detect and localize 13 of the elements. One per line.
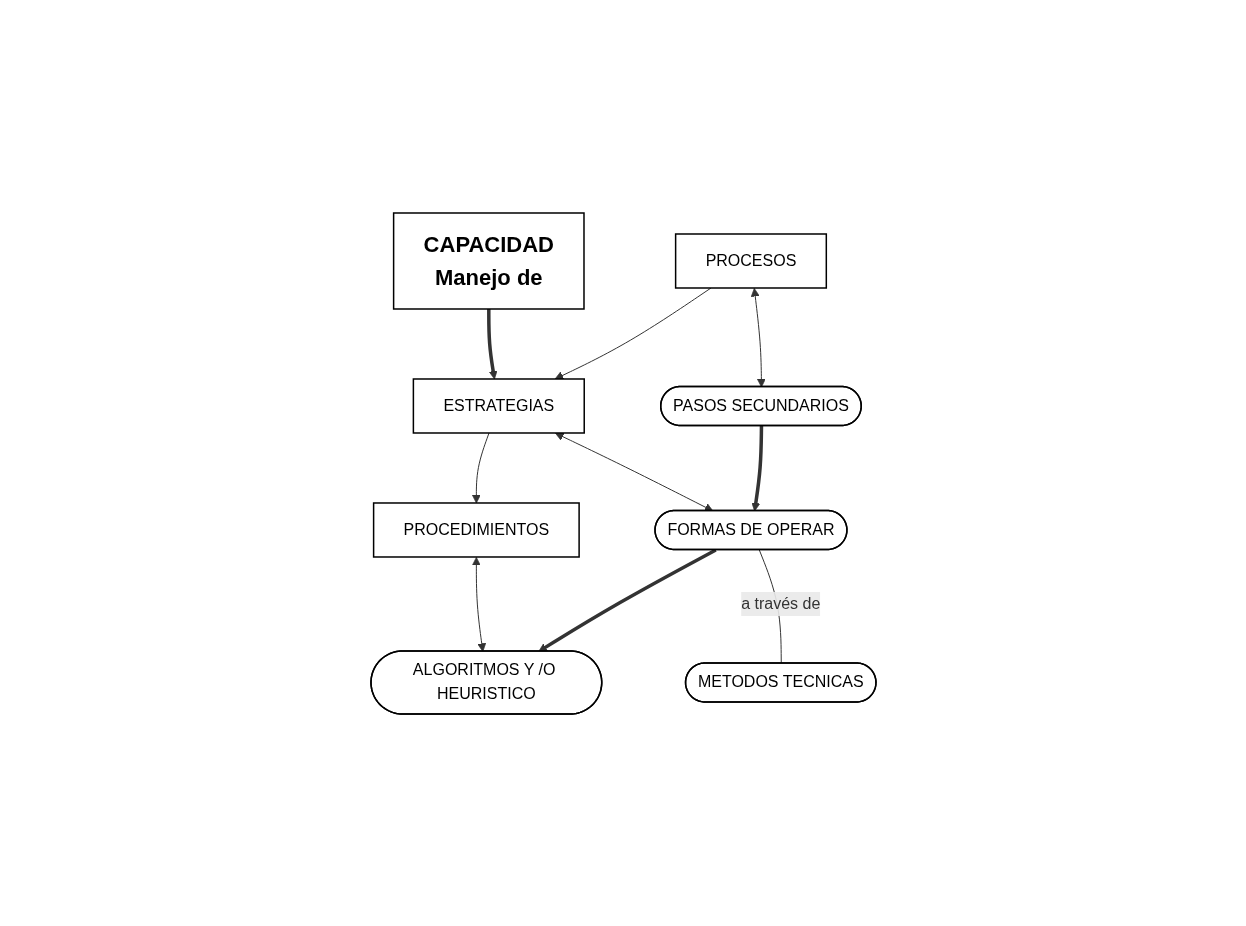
node-box: PROCEDIMIENTOS xyxy=(372,501,580,558)
arrow xyxy=(750,425,763,511)
arrow xyxy=(537,547,717,652)
arrow xyxy=(471,556,486,652)
arrow xyxy=(554,287,712,380)
arrow xyxy=(750,287,766,387)
node-box: PROCESOS xyxy=(674,232,827,289)
arrow xyxy=(554,432,713,511)
arrow xyxy=(471,432,490,503)
node-box: ESTRATEGIAS xyxy=(412,377,585,434)
edge-label: a través de xyxy=(740,594,820,612)
arrow xyxy=(486,308,498,379)
node-box: CAPACIDAD Manejo de xyxy=(392,211,585,310)
